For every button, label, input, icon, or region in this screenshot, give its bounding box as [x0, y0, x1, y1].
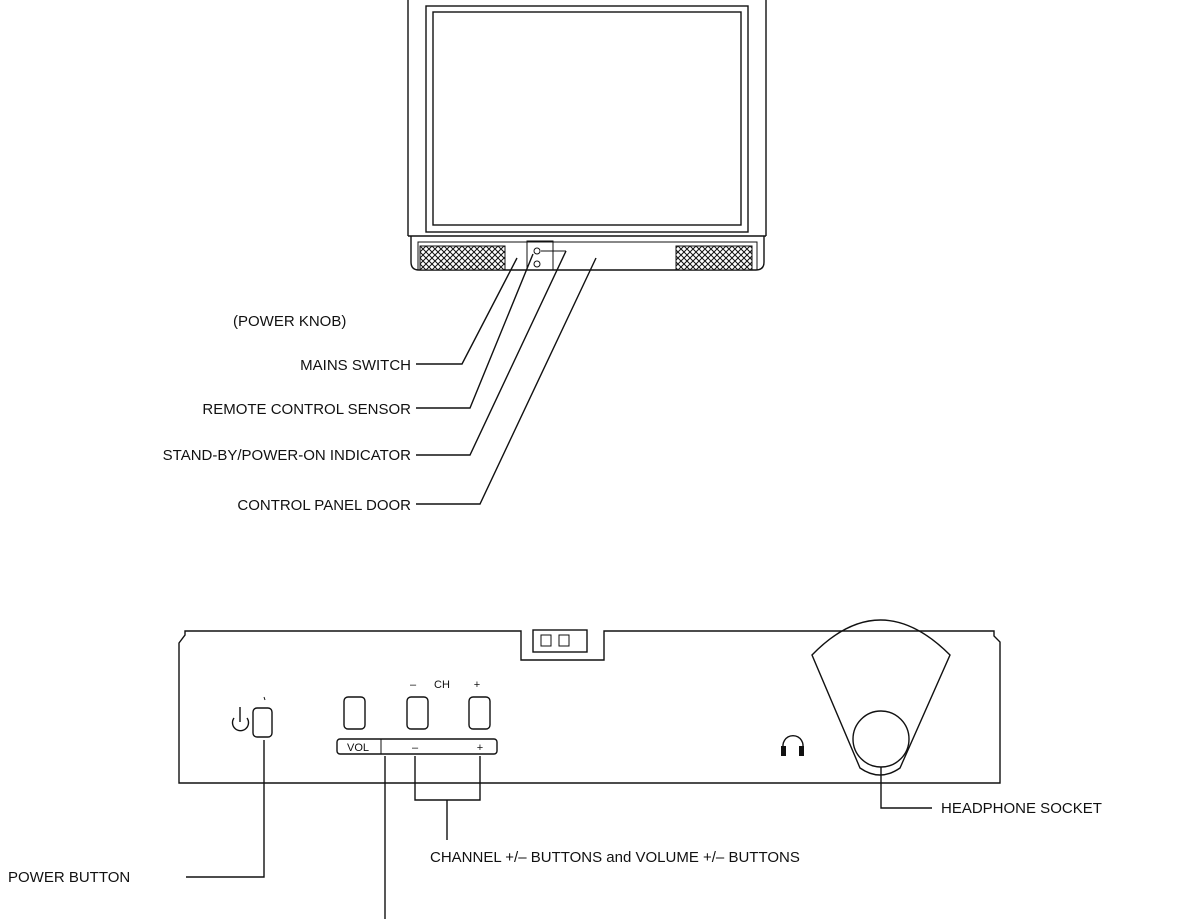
power-symbol-icon	[231, 707, 250, 732]
ch-plus-label: +	[474, 679, 480, 691]
headphone-socket[interactable]	[852, 710, 910, 768]
mains-switch-leader	[416, 257, 518, 365]
power-button-label: POWER BUTTON	[8, 869, 130, 886]
left-speaker-grille	[419, 245, 506, 271]
power-knob-label: (POWER KNOB)	[233, 313, 346, 330]
control-panel-door-leader	[416, 257, 597, 505]
vol-label: VOL	[347, 742, 369, 754]
remote-control-sensor-dot	[533, 247, 541, 255]
control-panel-view: – CH + VOL – +	[178, 619, 1001, 784]
control-panel-door-label: CONTROL PANEL DOOR	[237, 497, 411, 514]
right-speaker-grille	[675, 245, 753, 271]
channel-volume-buttons-label: CHANNEL +/– BUTTONS and VOLUME +/– BUTTO…	[430, 849, 800, 866]
tv-cabinet-outline	[407, 0, 767, 236]
power-button[interactable]	[252, 707, 273, 738]
standby-indicator-label: STAND-BY/POWER-ON INDICATOR	[163, 447, 412, 464]
ch-label: CH	[434, 679, 450, 691]
power-button-leader	[186, 740, 265, 878]
vol-minus-label: –	[412, 742, 419, 754]
tv-base	[410, 236, 765, 271]
channel-volume-bracket	[414, 756, 481, 840]
remote-control-sensor-label: REMOTE CONTROL SENSOR	[202, 401, 411, 418]
standby-indicator-dot	[533, 260, 541, 268]
sensor-window-right	[558, 634, 570, 647]
power-tick-mark	[263, 696, 266, 701]
sensor-housing	[532, 629, 588, 653]
ch-minus-label: –	[410, 679, 417, 691]
tv-front-view	[407, 0, 767, 271]
tv-bezel	[425, 5, 749, 233]
tv-front-panel	[417, 241, 758, 270]
headphone-icon	[781, 734, 804, 756]
sensor-window-left	[540, 634, 552, 647]
sensor-window	[526, 240, 554, 271]
headphone-socket-housing	[811, 619, 951, 776]
panel-callouts: POWER BUTTON CHANNEL +/– BUTTONS and VOL…	[8, 740, 1102, 919]
headphone-socket-label: HEADPHONE SOCKET	[941, 800, 1102, 817]
mains-switch-label: MAINS SWITCH	[300, 357, 411, 374]
vol-label-strip	[336, 738, 498, 755]
vol-plus-label: +	[477, 742, 483, 754]
tv-screen	[432, 11, 742, 226]
vol-plus-ch-minus-button[interactable]	[406, 696, 429, 730]
control-panel-outline	[178, 630, 1001, 784]
headphone-socket-leader	[880, 767, 932, 809]
remote-control-sensor-leader	[416, 253, 534, 409]
vol-minus-button[interactable]	[343, 696, 366, 730]
standby-indicator-leader	[416, 250, 567, 456]
ch-plus-button[interactable]	[468, 696, 491, 730]
front-callouts: (POWER KNOB) MAINS SWITCH REMOTE CONTROL…	[163, 250, 597, 514]
